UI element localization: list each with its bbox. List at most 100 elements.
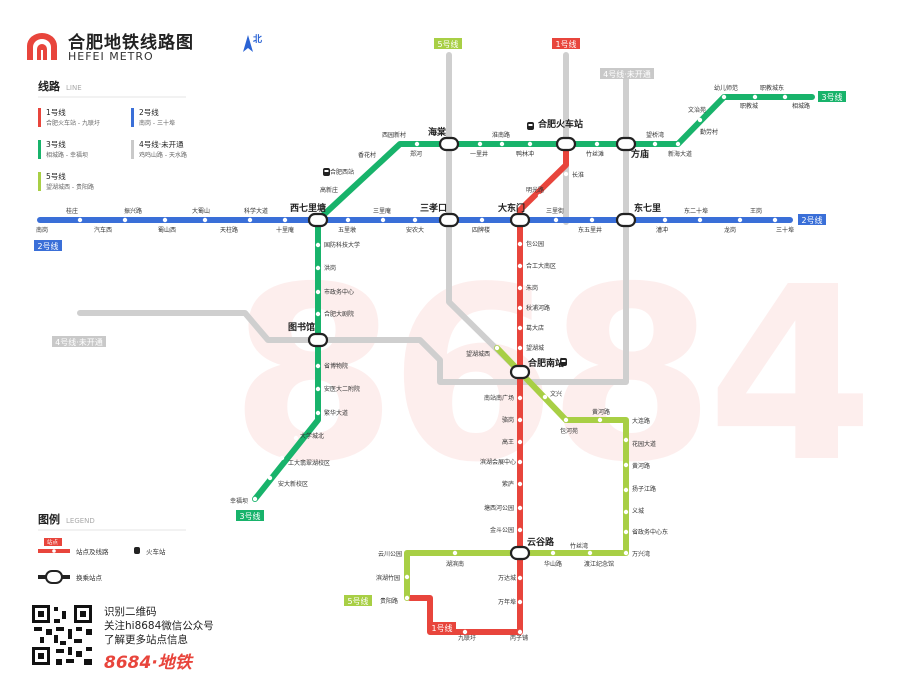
svg-text:大蜀山: 大蜀山 [192,207,210,215]
svg-text:3号线: 3号线 [239,511,260,521]
svg-text:义城: 义城 [632,508,644,515]
svg-text:站点: 站点 [47,538,59,546]
svg-text:桂庄: 桂庄 [66,207,78,215]
svg-text:大东门: 大东门 [498,202,525,214]
svg-text:秋浦河路: 秋浦河路 [526,304,550,312]
train-station-icon-south [560,358,567,366]
svg-text:安农大: 安农大 [406,226,424,234]
svg-text:1号线: 1号线 [555,39,576,49]
svg-text:骆岗: 骆岗 [502,416,514,424]
svg-text:万年埠: 万年埠 [498,598,516,606]
svg-text:方庙: 方庙 [631,148,649,160]
svg-text:五里墩: 五里墩 [338,226,356,234]
svg-text:职教城: 职教城 [740,102,758,110]
qr-code[interactable] [30,603,94,667]
svg-text:相城路: 相城路 [792,102,810,110]
svg-text:鸡鸣山路 - 天水路: 鸡鸣山路 - 天水路 [139,151,187,159]
interchange-fangmiao [615,136,637,152]
interchange-labels: 西七里塘 海棠 合肥火车站 方庙 三孝口 大东门 东七里 图书馆 合肥南站 云谷… [288,118,661,548]
svg-text:换乘站点: 换乘站点 [76,573,103,582]
interchange-xiqilitang [307,212,329,228]
compass-north-label: 北 [253,35,263,45]
svg-text:三里庵: 三里庵 [373,207,391,215]
svg-text:海棠: 海棠 [428,126,447,138]
svg-text:东七里: 东七里 [634,202,661,214]
interchange-hefei-railway [555,136,577,152]
svg-text:洪岗: 洪岗 [324,264,336,272]
svg-text:朱岗: 朱岗 [526,284,538,292]
qr-caption: 识别二维码 关注hi8684微信公众号 了解更多站点信息 [104,605,214,647]
hefei-metro-logo [27,33,57,60]
svg-text:花园大道: 花园大道 [632,440,656,448]
svg-text:合工大南区: 合工大南区 [526,262,556,270]
svg-text:合肥火车站: 合肥火车站 [538,118,583,130]
svg-text:合肥南站: 合肥南站 [528,357,564,369]
svg-text:1号线: 1号线 [46,107,66,117]
svg-text:西园新村: 西园新村 [382,131,406,139]
map-title: 合肥地铁线路图 [68,33,194,53]
svg-text:蜀山西: 蜀山西 [158,226,176,234]
svg-text:天柱路: 天柱路 [220,226,238,234]
line-tag-line3-bottom: 3号线 [236,510,264,521]
line-tag-line2-right: 2号线 [798,214,826,225]
svg-text:华山路: 华山路 [544,560,562,568]
svg-text:大连路: 大连路 [632,417,650,425]
svg-text:火车站: 火车站 [146,547,166,556]
map-subtitle: HEFEI METRO [68,50,154,63]
compass-north-icon: 北 [241,34,263,57]
svg-text:南岗 - 三十埠: 南岗 - 三十埠 [139,119,175,127]
svg-text:职教城东: 职教城东 [760,84,784,92]
svg-text:丙子铺: 丙子铺 [510,634,528,642]
line-5 [404,345,629,601]
svg-text:2号线: 2号线 [37,241,58,251]
svg-text:合肥大剧院: 合肥大剧院 [324,310,354,318]
svg-text:5号线: 5号线 [347,596,368,606]
svg-text:省博物院: 省博物院 [324,362,348,370]
svg-text:一里井: 一里井 [470,150,488,158]
svg-text:滨湖竹园: 滨湖竹园 [376,574,400,582]
svg-text:安大新校区: 安大新校区 [278,480,308,488]
svg-text:三里街: 三里街 [546,207,564,215]
svg-text:明光路: 明光路 [526,186,544,194]
svg-text:线路: 线路 [38,79,61,93]
svg-text:2号线: 2号线 [801,215,822,225]
svg-text:王岗: 王岗 [750,208,762,215]
svg-text:望湖城西: 望湖城西 [466,350,490,358]
svg-text:万达城: 万达城 [498,574,516,582]
svg-text:1号线: 1号线 [431,623,452,633]
svg-text:云谷路: 云谷路 [527,536,555,548]
line-tag-line5-top: 5号线 [434,38,462,49]
line-tag-line5-bottom: 5号线 [344,595,372,606]
interchange-stations [307,136,637,561]
svg-text:葛大店: 葛大店 [526,324,544,332]
svg-text:科学大道: 科学大道 [244,207,268,215]
svg-text:塘西河公园: 塘西河公园 [484,504,514,512]
svg-text:竹丝滩: 竹丝滩 [586,150,604,158]
svg-text:南站南广场: 南站南广场 [484,394,514,402]
station-dots [77,94,788,635]
interchange-library [307,332,329,348]
svg-text:渡江纪念馆: 渡江纪念馆 [584,560,614,568]
svg-text:相城路 - 幸福坝: 相城路 - 幸福坝 [46,151,88,159]
station-labels: 南岗 桂庄 汽车西 振兴路 蜀山西 大蜀山 天柱路 科学大道 十里庵 五里墩 三… [36,84,810,642]
svg-text:贵阳路: 贵阳路 [380,597,398,605]
svg-text:南岗: 南岗 [36,226,48,234]
line-tag-line4-left: 4号线·未开通 [52,336,106,347]
legend-lines: 线路 LINE 1号线 合肥火车站 - 九联圩 2号线 南岗 - 三十埠 3号线… [38,79,187,191]
svg-text:合肥西站: 合肥西站 [330,168,354,176]
svg-text:东五里井: 东五里井 [578,226,602,234]
svg-text:市政务中心: 市政务中心 [324,288,354,296]
svg-text:文治苑: 文治苑 [688,106,706,114]
interchange-haitang [438,136,460,152]
svg-text:5号线: 5号线 [46,171,66,181]
line-tag-line2-left: 2号线 [34,240,62,251]
svg-text:4号线·未开通: 4号线·未开通 [603,69,651,79]
svg-text:4号线·未开通: 4号线·未开通 [139,139,184,149]
svg-text:站点及线路: 站点及线路 [76,547,109,556]
svg-text:竹丝湾: 竹丝湾 [570,542,588,550]
svg-text:淮南路: 淮南路 [492,131,510,139]
qr-caption-line2: 关注hi8684微信公众号 [104,620,214,632]
svg-text:大学城北: 大学城北 [300,432,324,440]
svg-text:金斗公园: 金斗公园 [490,526,514,534]
svg-text:图书馆: 图书馆 [288,321,315,333]
